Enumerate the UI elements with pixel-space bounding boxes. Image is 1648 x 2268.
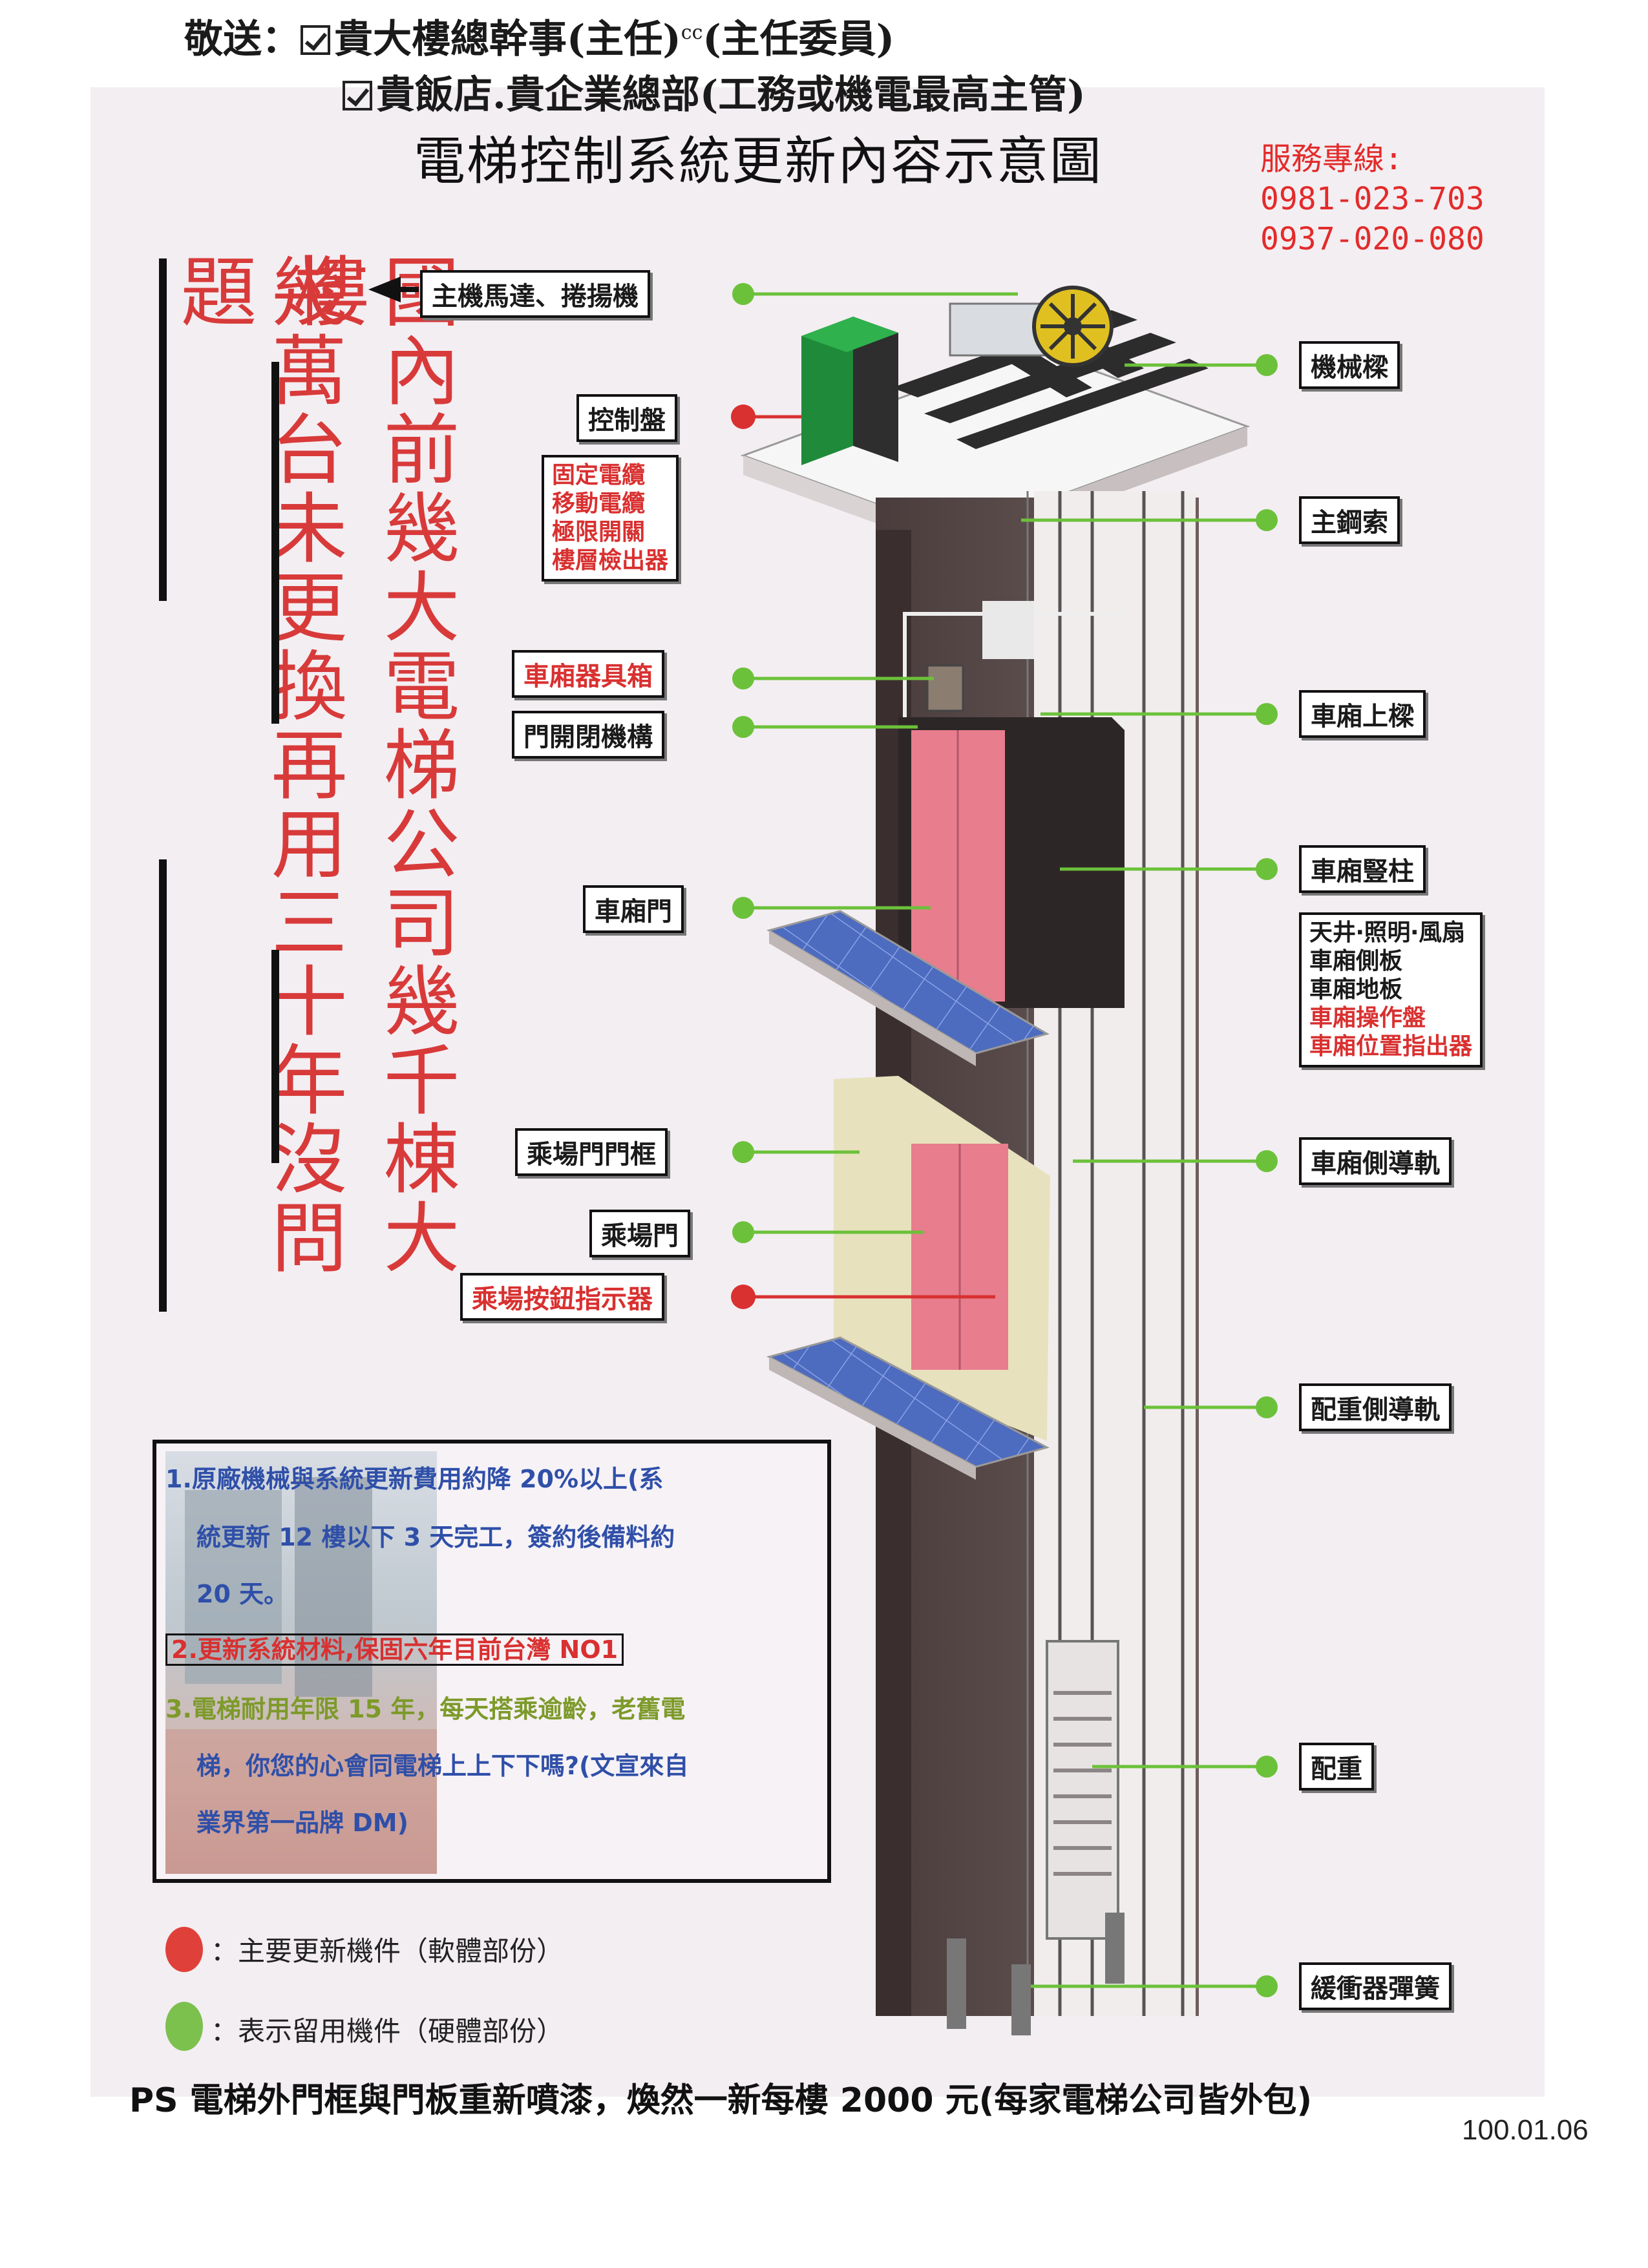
sub-item: 車廂側板 bbox=[1309, 948, 1403, 974]
label-door-mechanism: 門開閉機構 bbox=[512, 711, 664, 759]
info-item-1-line-2: 統更新 12 樓以下 3 天完工，簽約後備料約 bbox=[196, 1523, 675, 1551]
header-recipient-1: 貴大樓總幹事(主任) bbox=[334, 17, 681, 62]
car-floor-slab bbox=[766, 910, 1050, 1055]
header-recipient-2: 貴飯店.貴企業總部(工務或機電最高主管) bbox=[376, 72, 1086, 118]
info-item-3-line-2: 梯，你您的心會同電梯上上下下嗎?(文宣來自 bbox=[196, 1752, 689, 1780]
label-counterweight: 配重 bbox=[1299, 1743, 1374, 1790]
sub-item: 樓層檢出器 bbox=[552, 547, 669, 574]
info-box: 1.原廠機械與系統更新費用約降 20%以上(系 統更新 12 樓以下 3 天完工… bbox=[153, 1440, 831, 1883]
counterweight-frame bbox=[1046, 1640, 1119, 1940]
slogan-column-1: 國內前幾大電梯公司幾千棟大樓 bbox=[280, 252, 460, 1277]
legend-red-dot bbox=[165, 1927, 203, 1972]
car-sublist: 天井‧照明‧風扇 車廂側板 車廂地板 車廂操作盤 車廂位置指出器 bbox=[1299, 912, 1483, 1067]
slogan-bar-1 bbox=[159, 258, 167, 601]
service-hotline: 服務專線: 0981-023-703 0937-020-080 bbox=[1260, 139, 1484, 259]
info-item-3-line-1: 3.電梯耐用年限 15 年，每天搭乘逾齡，老舊電 bbox=[165, 1695, 686, 1723]
info-item-2: 2.更新系統材料,保固六年目前台灣 NO1 bbox=[165, 1619, 624, 1680]
car-equipment-box bbox=[926, 664, 964, 712]
sub-item: 天井‧照明‧風扇 bbox=[1309, 919, 1466, 946]
label-car-equipment-box: 車廂器具箱 bbox=[512, 650, 664, 698]
counterweight-plates bbox=[1053, 1691, 1112, 1876]
hall-floor-slab bbox=[766, 1336, 1050, 1468]
label-machine-beam: 機械樑 bbox=[1299, 341, 1400, 389]
header-recipient-1b: (主任委員) bbox=[703, 17, 895, 62]
info-item-1-line-1: 1.原廠機械與系統更新費用約降 20%以上(系 bbox=[165, 1465, 664, 1493]
footer-date: 100.01.06 bbox=[1462, 2114, 1589, 2146]
sub-item: 固定電纜 bbox=[552, 462, 646, 488]
sub-item: 極限開關 bbox=[552, 519, 646, 545]
header-prefix: 敬送： bbox=[184, 17, 301, 62]
legend-red-text: ：主要更新機件（軟體部份） bbox=[211, 1935, 564, 1967]
label-car-pillar: 車廂豎柱 bbox=[1299, 845, 1426, 893]
sub-item: 車廂地板 bbox=[1309, 976, 1403, 1003]
arrow-left-icon bbox=[368, 277, 401, 302]
page-title: 電梯控制系統更新內容示意圖 bbox=[414, 131, 1103, 191]
legend-green-text: ：表示留用機件（硬體部份） bbox=[211, 2015, 564, 2047]
sub-item: 移動電纜 bbox=[552, 490, 646, 517]
green-markers bbox=[732, 283, 1278, 1997]
footer-ps-note: PS 電梯外門框與門板重新噴漆，煥然一新每樓 2000 元(每家電梯公司皆外包) bbox=[129, 2081, 1313, 2120]
label-hall-door: 乘場門 bbox=[589, 1210, 690, 1257]
checkbox-icon bbox=[301, 25, 330, 55]
label-control-panel: 控制盤 bbox=[576, 394, 677, 442]
sub-item: 車廂位置指出器 bbox=[1309, 1033, 1473, 1060]
slogan-bar-2 bbox=[159, 859, 167, 1312]
slogan-bar-3 bbox=[271, 362, 279, 724]
hotline-phone-2: 0937-020-080 bbox=[1260, 221, 1484, 257]
hotline-phone-1: 0981-023-703 bbox=[1260, 181, 1484, 217]
legend-green-dot bbox=[165, 2002, 203, 2051]
info-item-3-line-3: 業界第一品牌 DM) bbox=[196, 1809, 408, 1837]
header-line-1: 敬送： 貴大樓總幹事(主任)cc(主任委員) bbox=[184, 8, 894, 64]
label-car-guide-rail: 車廂側導軌 bbox=[1299, 1137, 1452, 1185]
header-line-2: 貴飯店.貴企業總部(工務或機電最高主管) bbox=[343, 63, 1086, 120]
control-panel-cabinet bbox=[801, 317, 853, 465]
info-item-2-text: 2.更新系統材料,保固六年目前台灣 NO1 bbox=[165, 1633, 624, 1666]
label-hall-button-indicator: 乘場按鈕指示器 bbox=[460, 1273, 664, 1321]
label-car-top-beam: 車廂上樑 bbox=[1299, 690, 1426, 738]
label-car-door: 車廂門 bbox=[583, 885, 684, 933]
slogan-bar-4 bbox=[271, 950, 279, 1163]
label-counterweight-guide-rail: 配重側導軌 bbox=[1299, 1383, 1452, 1431]
leader-lines bbox=[743, 292, 1267, 1988]
label-buffer-spring: 緩衝器彈簧 bbox=[1299, 1962, 1452, 2010]
buffer-springs bbox=[947, 1913, 1125, 2035]
header-cc: cc bbox=[681, 21, 703, 44]
label-main-rope: 主鋼索 bbox=[1299, 496, 1400, 544]
elevator-lobby-photo bbox=[165, 1451, 437, 1874]
sub-item: 車廂操作盤 bbox=[1309, 1005, 1426, 1031]
red-markers bbox=[731, 404, 755, 1309]
control-panel-sublist: 固定電纜 移動電纜 極限開關 樓層檢出器 bbox=[542, 455, 679, 582]
label-hall-door-frame: 乘場門門框 bbox=[515, 1128, 668, 1176]
checkbox-icon bbox=[343, 81, 372, 110]
info-item-1-line-3: 20 天。 bbox=[196, 1580, 289, 1608]
label-hoist-machine: 主機馬達、捲揚機 bbox=[420, 270, 650, 318]
hotline-label: 服務專線: bbox=[1260, 141, 1403, 177]
